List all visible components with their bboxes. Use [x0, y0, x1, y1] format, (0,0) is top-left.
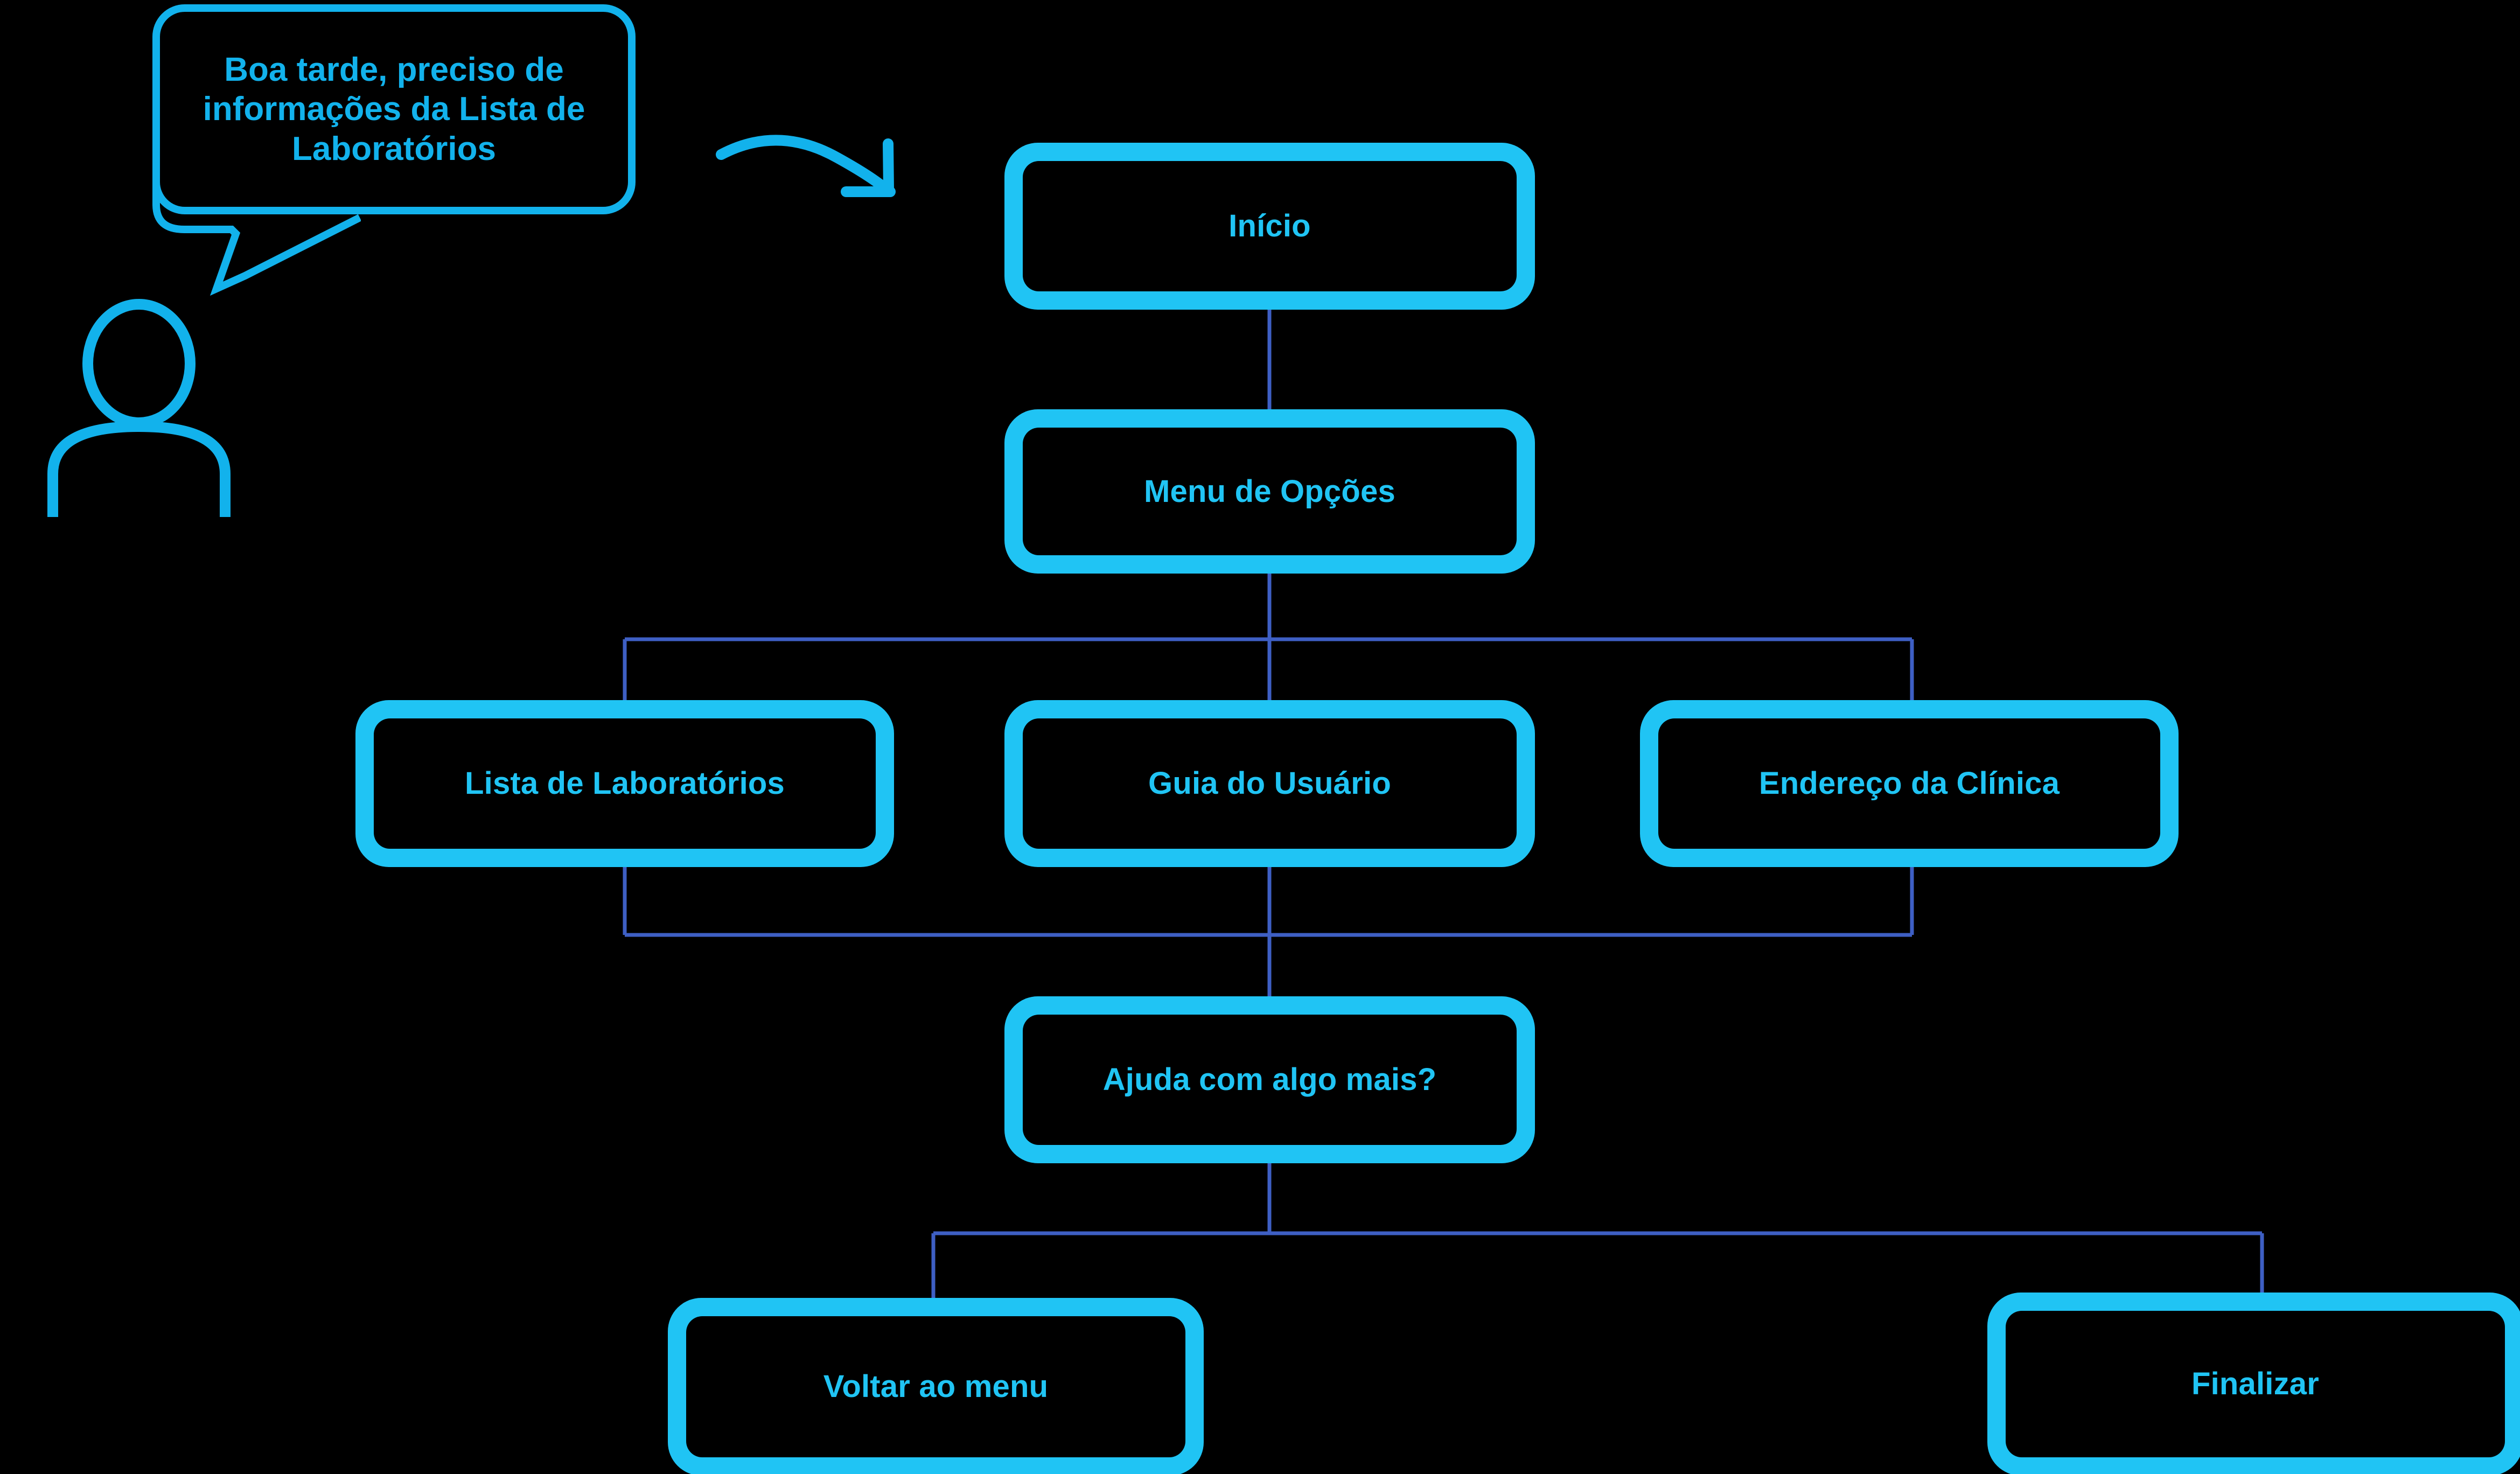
- flow-node-ajuda-com-algo-mais[interactable]: Ajuda com algo mais?: [1004, 996, 1535, 1163]
- flow-node-inicio[interactable]: Início: [1004, 143, 1535, 310]
- flow-node-ajuda-com-algo-mais-label: Ajuda com algo mais?: [1102, 1062, 1437, 1098]
- flow-node-voltar-ao-menu-inner: Voltar ao menu: [686, 1316, 1185, 1457]
- flow-node-inicio-inner: Início: [1023, 161, 1517, 291]
- speech-bubble-tail: [152, 182, 361, 296]
- flow-node-menu-label: Menu de Opções: [1144, 473, 1395, 509]
- flow-node-finalizar[interactable]: Finalizar: [1987, 1293, 2520, 1474]
- flow-node-voltar-ao-menu-label: Voltar ao menu: [823, 1369, 1049, 1405]
- speech-bubble-text: Boa tarde, preciso de informações da Lis…: [203, 51, 585, 167]
- flow-node-guia-do-usuario-inner: Guia do Usuário: [1023, 718, 1517, 849]
- flow-node-guia-do-usuario-label: Guia do Usuário: [1148, 766, 1391, 801]
- curved-arrow-icon: [716, 135, 896, 197]
- person-outline-icon: [47, 299, 231, 517]
- flow-node-finalizar-inner: Finalizar: [2006, 1311, 2505, 1457]
- flow-node-ajuda-com-algo-mais-inner: Ajuda com algo mais?: [1023, 1015, 1517, 1145]
- flow-node-endereco-da-clinica-inner: Endereço da Clínica: [1658, 718, 2160, 849]
- flow-node-inicio-label: Início: [1228, 208, 1311, 244]
- flow-node-endereco-da-clinica[interactable]: Endereço da Clínica: [1640, 700, 2179, 867]
- flow-node-menu-inner: Menu de Opções: [1023, 428, 1517, 555]
- flow-node-lista-de-laboratorios[interactable]: Lista de Laboratórios: [355, 700, 894, 867]
- flow-node-menu[interactable]: Menu de Opções: [1004, 409, 1535, 574]
- flow-node-lista-de-laboratorios-inner: Lista de Laboratórios: [374, 718, 876, 849]
- flow-node-lista-de-laboratorios-label: Lista de Laboratórios: [465, 766, 785, 801]
- flow-node-voltar-ao-menu[interactable]: Voltar ao menu: [668, 1298, 1204, 1474]
- speech-bubble: Boa tarde, preciso de informações da Lis…: [152, 4, 636, 214]
- flow-node-finalizar-label: Finalizar: [2191, 1366, 2320, 1402]
- flow-node-guia-do-usuario[interactable]: Guia do Usuário: [1004, 700, 1535, 867]
- flow-node-endereco-da-clinica-label: Endereço da Clínica: [1758, 766, 2060, 801]
